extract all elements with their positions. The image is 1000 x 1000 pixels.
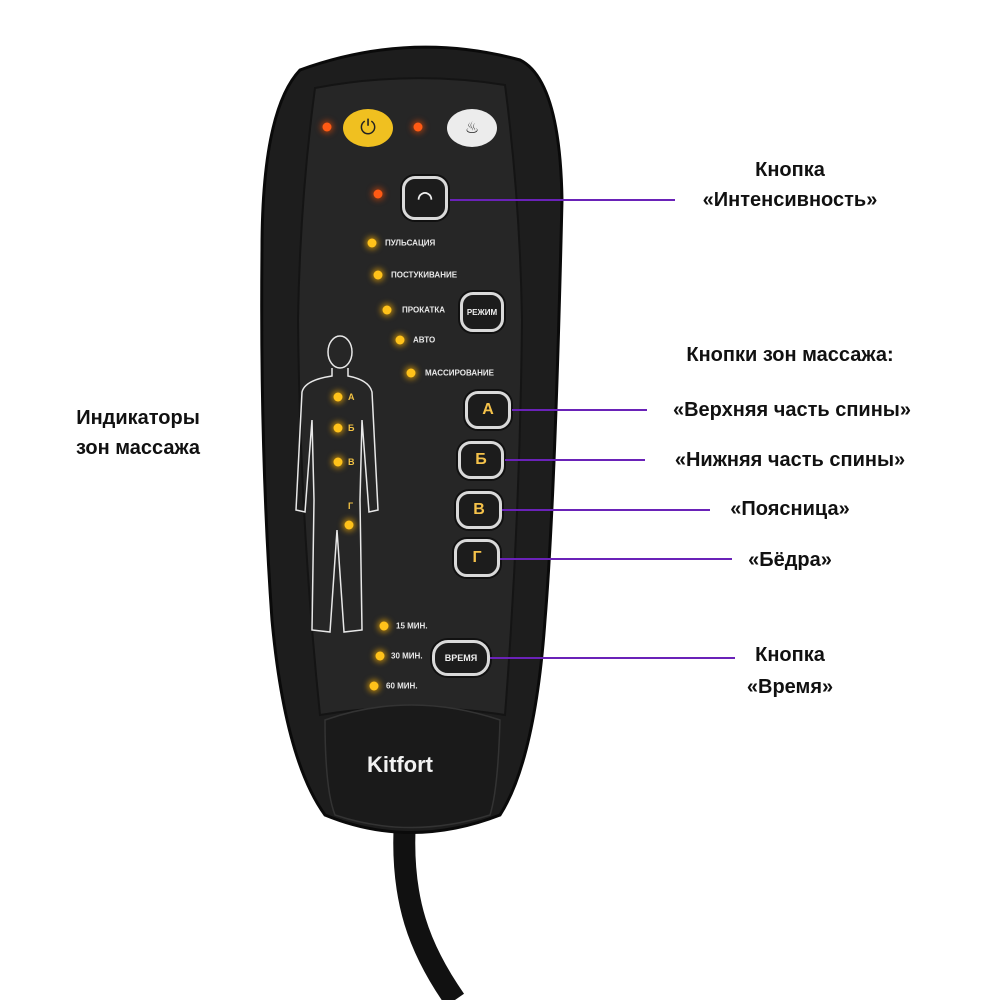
- zone-b-button[interactable]: Б: [458, 441, 504, 479]
- heat-icon: ♨: [464, 120, 480, 137]
- callout-time-line2: «Время»: [746, 676, 834, 698]
- callout-zone-b: «Нижняя часть спины»: [674, 449, 906, 471]
- brand-logo: Kitfort: [367, 752, 433, 777]
- time-label: 30 МИН.: [391, 651, 423, 661]
- intensity-button[interactable]: ◠: [402, 176, 448, 220]
- gauge-icon: ◠: [417, 187, 433, 208]
- mode-led: [373, 270, 383, 280]
- time-button[interactable]: ВРЕМЯ: [432, 640, 490, 676]
- callout-line-zone-a: [512, 409, 647, 411]
- zone-indicator-label: Б: [348, 423, 355, 433]
- power-icon: ⏻: [360, 116, 376, 139]
- callout-line-intensity: [450, 199, 675, 201]
- power-button[interactable]: ⏻: [343, 109, 393, 147]
- mode-label: ПРОКАТКА: [402, 305, 446, 315]
- callout-indicators-line2: зон массажа: [75, 437, 201, 459]
- mode-button[interactable]: РЕЖИМ: [460, 292, 504, 332]
- mode-label: МАССИРОВАНИЕ: [425, 368, 495, 378]
- power-led: [322, 122, 332, 132]
- callout-zone-g: «Бёдра»: [748, 549, 832, 571]
- mode-label: ПОСТУКИВАНИЕ: [391, 270, 458, 280]
- callout-indicators-line1: Индикаторы: [76, 407, 200, 429]
- intensity-led: [373, 189, 383, 199]
- callout-line-zone-b: [505, 459, 645, 461]
- time-label: 15 МИН.: [396, 621, 428, 631]
- zone-g-button[interactable]: Г: [454, 539, 500, 577]
- callout-intensity-line1: Кнопка: [755, 159, 825, 181]
- callout-line-time: [490, 657, 735, 659]
- mode-label: АВТО: [413, 335, 436, 345]
- zone-indicator-label: Г: [348, 501, 354, 511]
- callout-line-zone-v: [502, 509, 710, 511]
- mode-led: [382, 305, 392, 315]
- mode-led: [395, 335, 405, 345]
- time-led: [369, 681, 379, 691]
- zone-a-button[interactable]: А: [465, 391, 511, 429]
- callout-zone-v: «Поясница»: [730, 498, 850, 520]
- heat-led: [413, 122, 423, 132]
- zone-led-a: [333, 392, 343, 402]
- callout-zones-header: Кнопки зон массажа:: [686, 344, 894, 366]
- time-led: [375, 651, 385, 661]
- zone-indicator-label: А: [348, 392, 355, 402]
- heat-button[interactable]: ♨: [447, 109, 497, 147]
- mode-label: ПУЛЬСАЦИЯ: [385, 238, 436, 248]
- mode-led: [367, 238, 377, 248]
- callout-zone-a: «Верхняя часть спины»: [672, 399, 912, 421]
- zone-led-v: [333, 457, 343, 467]
- zone-indicator-label: В: [348, 457, 355, 467]
- mode-led: [406, 368, 416, 378]
- time-label: 60 МИН.: [386, 681, 418, 691]
- callout-time-line1: Кнопка: [755, 644, 825, 666]
- zone-led-g: [344, 520, 354, 530]
- zone-v-button[interactable]: В: [456, 491, 502, 529]
- callout-line-zone-g: [500, 558, 732, 560]
- zone-led-b: [333, 423, 343, 433]
- callout-intensity-line2: «Интенсивность»: [702, 189, 878, 211]
- body-silhouette-icon: [295, 335, 379, 633]
- time-led: [379, 621, 389, 631]
